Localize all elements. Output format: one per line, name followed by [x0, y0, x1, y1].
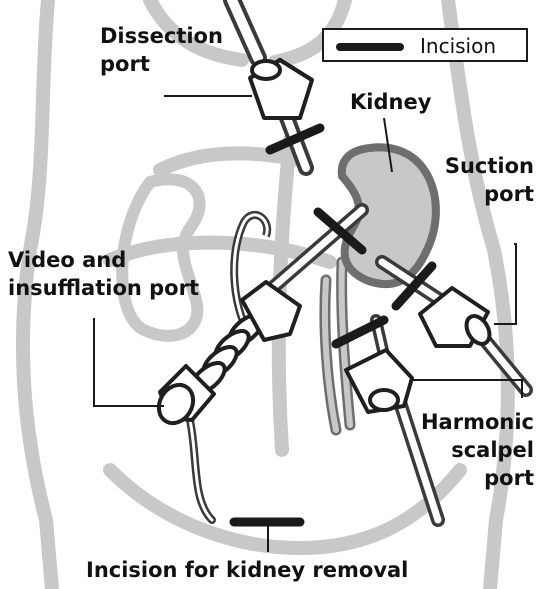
dissection-port-label: Dissection port [100, 22, 223, 78]
legend-incision-label: Incision [420, 32, 496, 60]
video-port-label-line-1: Video and [8, 246, 199, 274]
suction-port-label: Suction port [445, 152, 534, 208]
suction-port-label-line-2: port [445, 180, 534, 208]
video-port-label: Video and insufflation port [8, 246, 199, 302]
dissection-port-label-line-2: port [100, 50, 223, 78]
kidney-label: Kidney [350, 88, 431, 116]
video-port-label-line-2: insufflation port [8, 274, 199, 302]
kidney-removal-label: Incision for kidney removal [86, 556, 408, 584]
legend: Incision [322, 28, 528, 62]
harmonic-port-label-line-1: Harmonic [421, 408, 534, 436]
harmonic-port-label-line-3: port [421, 464, 534, 492]
legend-incision-swatch [336, 43, 404, 51]
harmonic-port-label-line-2: scalpel [421, 436, 534, 464]
harmonic-scalpel-port-label: Harmonic scalpel port [421, 408, 534, 492]
suction-port-label-line-1: Suction [445, 152, 534, 180]
dissection-port-instrument [232, 0, 312, 168]
dissection-port-label-line-1: Dissection [100, 22, 223, 50]
